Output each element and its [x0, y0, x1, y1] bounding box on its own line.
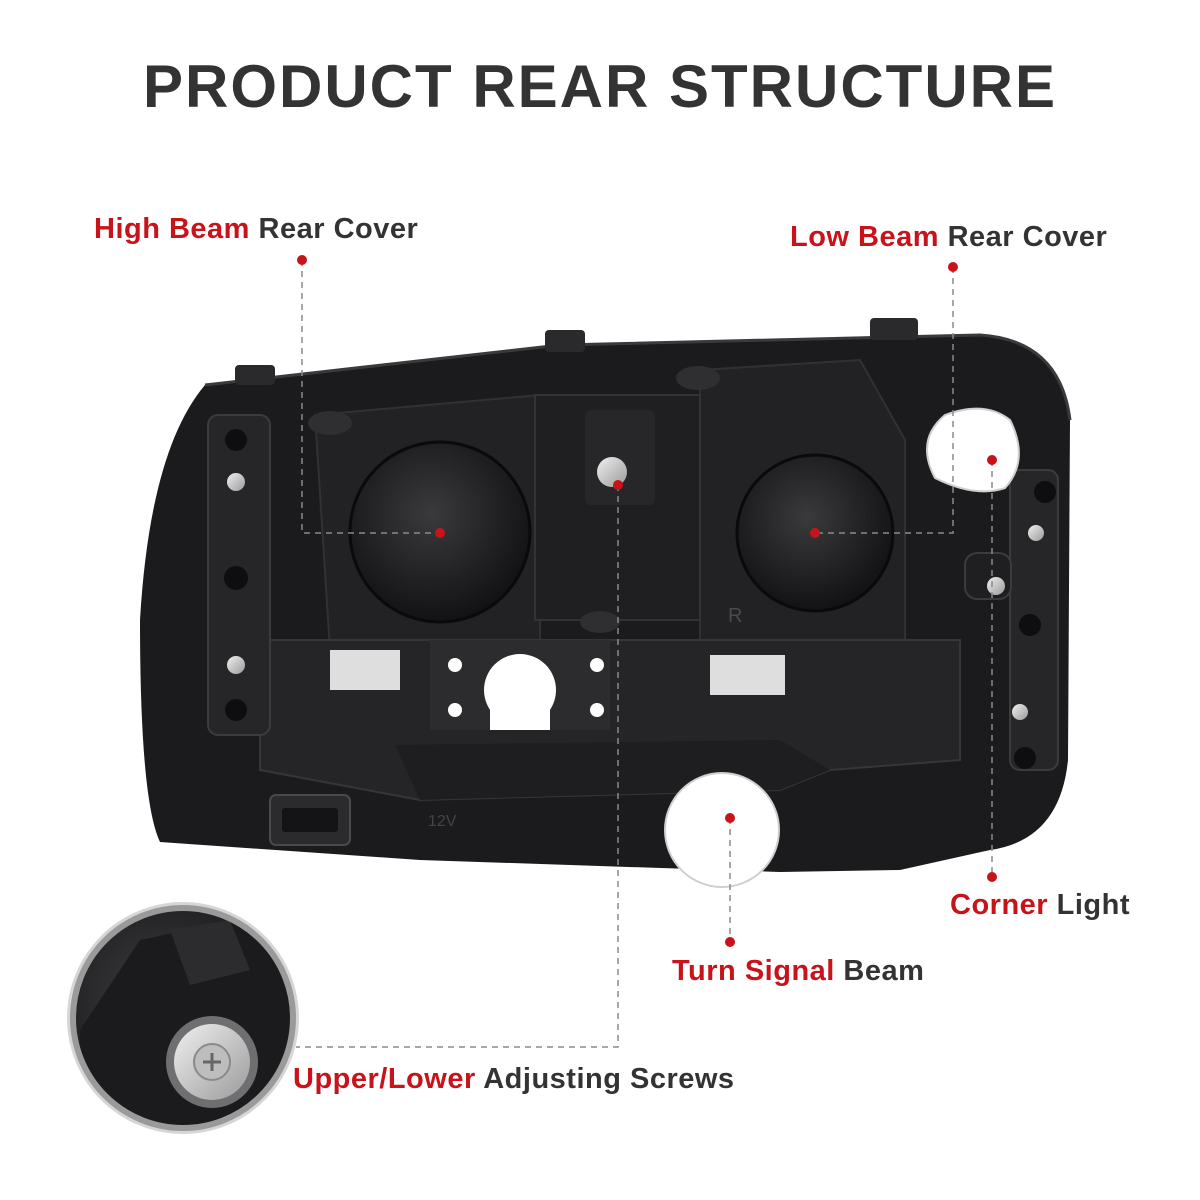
- housing-mark-voltage: 12V: [428, 813, 457, 830]
- callout-highlight: High Beam: [94, 213, 250, 245]
- callout-highlight: Low Beam: [790, 221, 940, 253]
- callout-low-beam-rear-cover: Low Beam Rear Cover: [790, 221, 1107, 254]
- callout-dots: [297, 255, 997, 947]
- callout-high-beam-rear-cover: High Beam Rear Cover: [94, 213, 418, 246]
- corner-light-socket: [926, 407, 1020, 493]
- callout-text: Beam: [843, 955, 925, 987]
- callout-turn-signal-beam: Turn Signal Beam: [672, 955, 924, 988]
- callout-adjusting-screws: Upper/Lower Adjusting Screws: [293, 1063, 735, 1096]
- housing-mark-r: R: [728, 605, 742, 627]
- callout-text: Adjusting Screws: [483, 1063, 735, 1095]
- callout-highlight: Corner: [950, 889, 1049, 921]
- turn-signal-cap: [664, 772, 780, 888]
- callout-highlight: Upper/Lower: [293, 1063, 476, 1095]
- callout-text: Rear Cover: [947, 221, 1108, 253]
- headlight-housing: [140, 318, 1072, 872]
- callout-corner-light: Corner Light: [950, 889, 1130, 922]
- callout-text: Rear Cover: [258, 213, 419, 245]
- adjusting-screw-inset: [67, 902, 299, 1134]
- page-title: PRODUCT REAR STRUCTURE: [143, 53, 1057, 120]
- callout-highlight: Turn Signal: [672, 955, 835, 987]
- callout-text: Light: [1056, 889, 1130, 921]
- leader-lines: [296, 260, 993, 1048]
- adjusting-screw: [597, 457, 627, 487]
